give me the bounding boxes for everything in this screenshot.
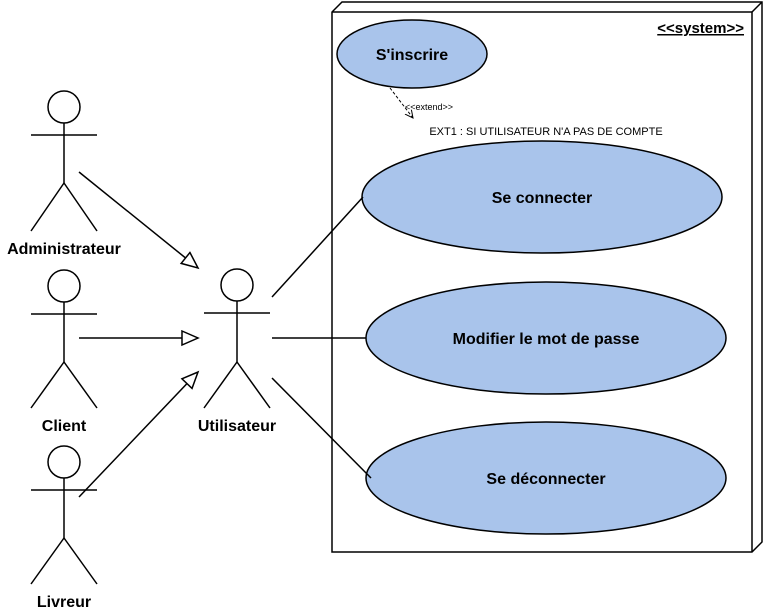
- usecase-se-deconnecter-label: Se déconnecter: [486, 471, 605, 488]
- extend-label: <<extend>>: [405, 102, 453, 112]
- actor-utilisateur-label: Utilisateur: [198, 418, 276, 435]
- association-se-deconnecter: [271, 377, 372, 479]
- actor-administrateur[interactable]: [30, 90, 98, 232]
- usecase-sinscrire[interactable]: S'inscrire: [336, 19, 488, 89]
- extension-point-note: EXT1 : SI UTILISATEUR N'A PAS DE COMPTE: [429, 126, 662, 138]
- actor-livreur-label: Livreur: [37, 594, 91, 611]
- actor-utilisateur[interactable]: [203, 268, 271, 409]
- generalization-administrateur: [78, 171, 198, 268]
- actor-client[interactable]: [30, 269, 98, 409]
- usecase-modifier-mot-de-passe-label: Modifier le mot de passe: [453, 331, 640, 348]
- actor-administrateur-label: Administrateur: [7, 241, 121, 258]
- system-stereotype: <<system>>: [657, 20, 744, 37]
- usecase-se-connecter[interactable]: Se connecter: [361, 140, 723, 254]
- usecase-se-connecter-label: Se connecter: [492, 190, 592, 207]
- usecase-modifier-mot-de-passe[interactable]: Modifier le mot de passe: [365, 281, 727, 395]
- system-boundary: <<system>>: [331, 1, 763, 553]
- generalization-livreur: [78, 372, 198, 498]
- association-se-connecter: [271, 196, 364, 298]
- usecase-se-deconnecter[interactable]: Se déconnecter: [365, 421, 727, 535]
- actor-client-label: Client: [42, 418, 87, 435]
- usecase-sinscrire-label: S'inscrire: [376, 47, 448, 64]
- extend-relation: <<extend>> EXT1 : SI UTILISATEUR N'A PAS…: [389, 87, 663, 138]
- actor-livreur[interactable]: [30, 445, 98, 585]
